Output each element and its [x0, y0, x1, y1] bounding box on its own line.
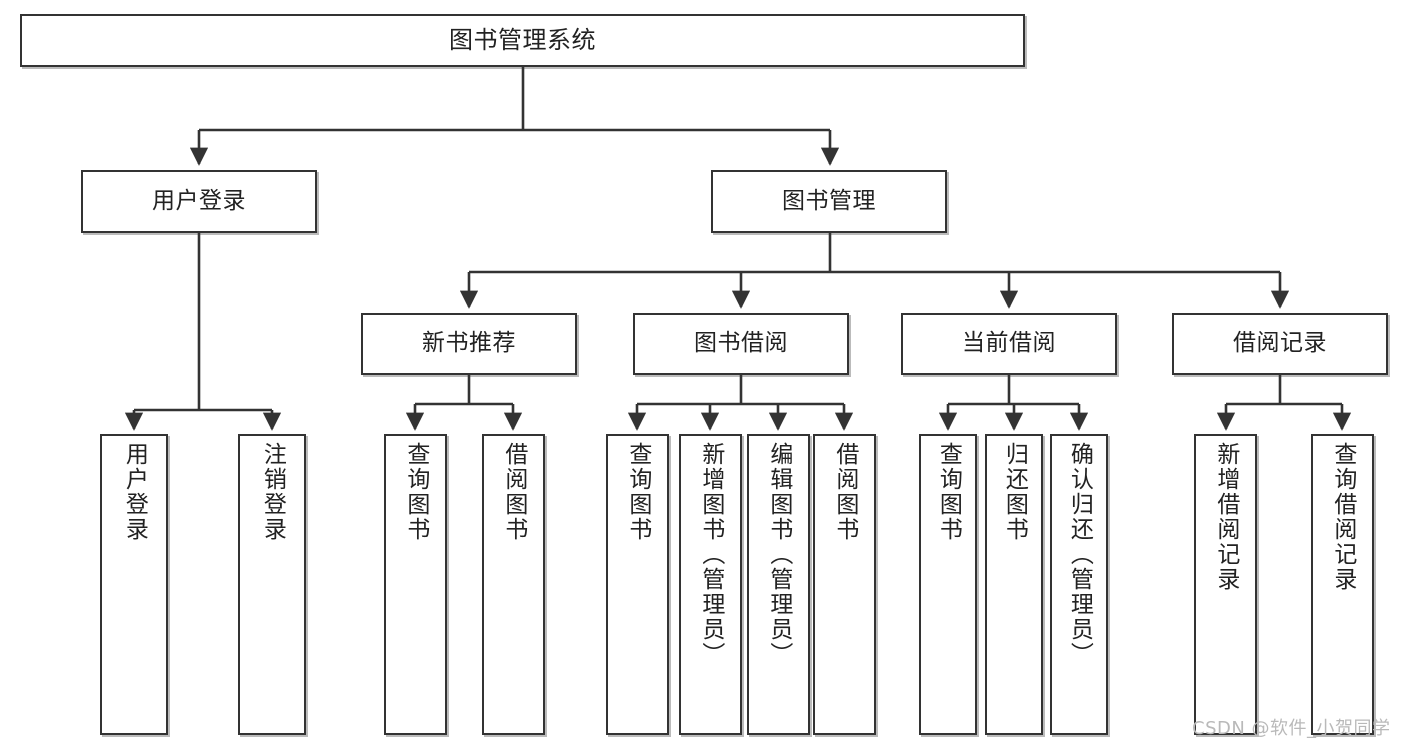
node-new-book-recommend-label: 新书推荐: [422, 330, 516, 357]
node-borrow-record[interactable]: 借阅记录: [1172, 313, 1388, 375]
leaf-borrow-book-new[interactable]: 借阅图书: [482, 434, 545, 735]
leaf-query-book-borrow-label: 查询图书: [624, 442, 651, 542]
leaf-borrow-book-label: 借阅图书: [831, 442, 858, 542]
node-new-book-recommend[interactable]: 新书推荐: [361, 313, 577, 375]
leaf-query-borrow-record-label: 查询借阅记录: [1329, 442, 1356, 592]
leaf-add-book-admin[interactable]: 新增图书（管理员）: [679, 434, 742, 735]
watermark: CSDN @软件_小贺同学: [1192, 718, 1391, 739]
node-book-management[interactable]: 图书管理: [711, 170, 947, 233]
leaf-query-book-new[interactable]: 查询图书: [384, 434, 447, 735]
node-root-label: 图书管理系统: [449, 26, 596, 55]
leaf-return-book-label: 归还图书: [1001, 442, 1028, 542]
node-book-borrow-label: 图书借阅: [694, 330, 788, 357]
node-current-borrow-label: 当前借阅: [962, 330, 1056, 357]
node-book-management-label: 图书管理: [782, 187, 876, 214]
leaf-logout[interactable]: 注销登录: [238, 434, 306, 735]
node-root[interactable]: 图书管理系统: [20, 14, 1025, 67]
leaf-query-book-new-label: 查询图书: [402, 442, 429, 542]
leaf-logout-label: 注销登录: [259, 442, 286, 542]
node-user-login-label: 用户登录: [152, 187, 246, 214]
leaf-query-book-borrow[interactable]: 查询图书: [606, 434, 669, 735]
node-book-borrow[interactable]: 图书借阅: [633, 313, 849, 375]
leaf-return-book[interactable]: 归还图书: [985, 434, 1043, 735]
leaf-edit-book-admin[interactable]: 编辑图书（管理员）: [747, 434, 810, 735]
leaf-query-book-current[interactable]: 查询图书: [919, 434, 977, 735]
leaf-user-login-label: 用户登录: [121, 442, 148, 542]
leaf-confirm-return-admin-label: 确认归还（管理员）: [1066, 442, 1093, 667]
leaf-borrow-book-new-label: 借阅图书: [500, 442, 527, 542]
leaf-edit-book-admin-label: 编辑图书（管理员）: [765, 442, 792, 667]
node-current-borrow[interactable]: 当前借阅: [901, 313, 1117, 375]
leaf-query-book-current-label: 查询图书: [935, 442, 962, 542]
leaf-borrow-book[interactable]: 借阅图书: [813, 434, 876, 735]
leaf-add-book-admin-label: 新增图书（管理员）: [697, 442, 724, 667]
node-borrow-record-label: 借阅记录: [1233, 330, 1327, 357]
leaf-user-login[interactable]: 用户登录: [100, 434, 168, 735]
leaf-query-borrow-record[interactable]: 查询借阅记录: [1311, 434, 1374, 735]
leaf-confirm-return-admin[interactable]: 确认归还（管理员）: [1050, 434, 1108, 735]
leaf-add-borrow-record[interactable]: 新增借阅记录: [1194, 434, 1257, 735]
node-user-login[interactable]: 用户登录: [81, 170, 317, 233]
leaf-add-borrow-record-label: 新增借阅记录: [1212, 442, 1239, 592]
